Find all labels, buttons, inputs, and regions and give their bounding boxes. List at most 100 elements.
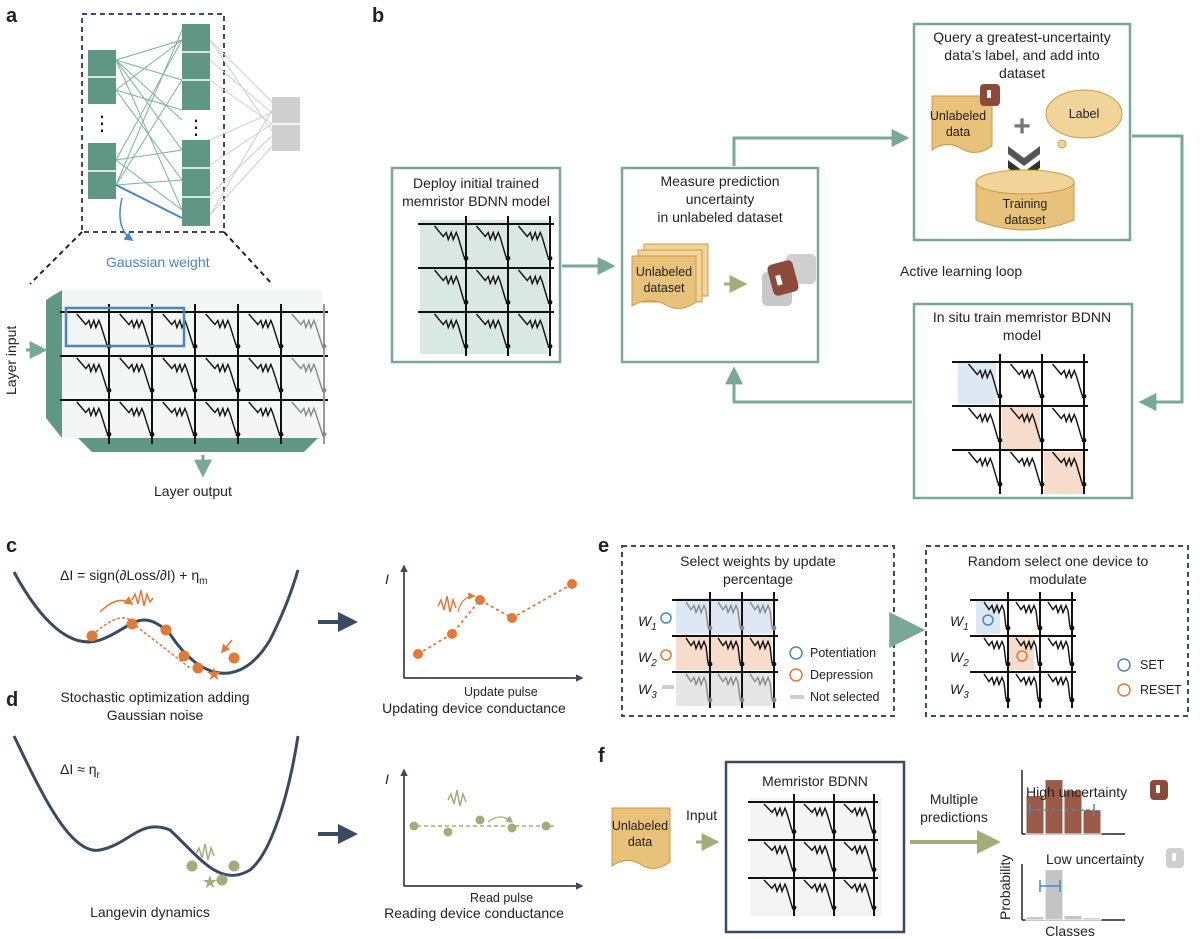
panel-c-landscape: ★: [12, 569, 300, 684]
query-title-2: data’s label, and add into: [944, 47, 1100, 63]
potentiation-icon: [789, 646, 803, 660]
panel-d-x-axis: Read pulse: [470, 891, 533, 905]
panel-f-bdnn-box: [724, 760, 906, 934]
panel-c-caption-2: Gaussian noise: [107, 707, 204, 723]
star-icon-d: ★: [202, 872, 218, 892]
panel-c-y-axis: I: [385, 571, 389, 587]
e-right-w2: W2: [950, 649, 969, 669]
svg-text:⋮: ⋮: [92, 113, 112, 135]
depression-icon: [789, 668, 803, 682]
deploy-title-1: Deploy initial trained: [413, 175, 539, 191]
query-unlabeled-1: Unlabeled: [930, 109, 986, 123]
panel-d-y-axis: I: [385, 771, 389, 787]
robot-brown-icon-f: [1150, 780, 1168, 800]
panel-d-equation: ΔI ≈ ηr: [60, 761, 101, 781]
unlabeled-dataset-1: Unlabeled: [636, 265, 692, 279]
panel-b-query-box: +: [912, 22, 1132, 242]
e-right-title-1: Random select one device to: [968, 553, 1149, 569]
panel-e-left-box: [621, 545, 895, 717]
e-right-w1: W1: [950, 613, 969, 633]
panel-c-caption-1: Stochastic optimization adding: [60, 689, 249, 705]
panel-label-e: e: [598, 535, 609, 557]
high-uncertainty-histogram: [1021, 770, 1125, 835]
e-w2: W2: [638, 649, 657, 669]
legend-depression: Depression: [810, 668, 873, 682]
f-classes-label: Classes: [1045, 923, 1095, 939]
panel-c-plot: [400, 564, 584, 682]
histogram-bar: [1063, 915, 1083, 921]
set-icon: [1117, 658, 1131, 672]
layer-input-label: Layer input: [3, 326, 19, 395]
gaussian-weight-label: Gaussian weight: [106, 254, 210, 270]
insitu-title-1: In situ train memristor BDNN: [933, 309, 1111, 325]
query-label: Label: [1069, 107, 1100, 121]
active-learning-loop-label: Active learning loop: [900, 263, 1022, 279]
panel-a-network: ⋮ ⋮: [81, 13, 300, 242]
query-unlabeled-2: data: [946, 125, 970, 139]
panel-d-plot-caption: Reading device conductance: [384, 905, 564, 921]
panel-c-equation: ΔI = sign(∂Loss/∂I) + ηm: [60, 567, 207, 587]
panel-label-d: d: [6, 689, 18, 711]
f-multiple-2: predictions: [920, 809, 988, 825]
star-icon: ★: [206, 664, 222, 684]
measure-title-2: uncertainty: [686, 191, 754, 207]
f-multiple-1: Multiple: [930, 791, 978, 807]
unlabeled-dataset-2: dataset: [643, 281, 685, 295]
low-uncertainty-histogram: [1021, 864, 1125, 921]
e-left-title-1: Select weights by update: [680, 553, 836, 569]
panel-a-crossbar: [26, 290, 328, 478]
arrow-measure-to-query: [732, 129, 910, 166]
f-unlabeled-1: Unlabeled: [612, 819, 668, 833]
training-dataset-1: Training: [1003, 197, 1048, 211]
panel-b-insitu-box: [912, 302, 1134, 500]
f-unlabeled-2: data: [628, 835, 652, 849]
insitu-title-2: model: [1003, 327, 1041, 343]
arrow-query-to-train: [1132, 134, 1184, 411]
noise-pulse-icon: [131, 589, 154, 607]
reset-icon: [1117, 683, 1131, 697]
histogram-bar: [1082, 917, 1102, 921]
f-probability-label: Probability: [997, 855, 1013, 920]
svg-text:⋮: ⋮: [186, 117, 206, 139]
e-w1: W1: [638, 613, 657, 633]
panel-e-right-box: [925, 545, 1189, 717]
panel-label-f: f: [598, 745, 605, 767]
robot-gray-icon-f: [1166, 848, 1184, 868]
label-cloud-icon: [1045, 89, 1123, 149]
panel-c-x-axis: Update pulse: [464, 685, 538, 699]
plus-icon: +: [1013, 110, 1031, 143]
histogram-bar: [1025, 916, 1045, 921]
training-dataset-cylinder-icon: [975, 169, 1075, 231]
histogram-bar: [1082, 809, 1102, 835]
robot-brown-icon: [980, 84, 1000, 106]
histogram-bar: [1063, 789, 1083, 835]
legend-set: SET: [1140, 658, 1165, 672]
legend-reset: RESET: [1140, 683, 1182, 697]
histogram-bar: [1044, 869, 1064, 921]
panel-label-a: a: [6, 5, 18, 27]
panel-label-c: c: [6, 535, 17, 557]
panel-d-plot: [400, 768, 584, 890]
e-left-title-2: percentage: [723, 571, 793, 587]
robot-cluster-icon: [762, 254, 816, 306]
legend-potentiation: Potentiation: [810, 646, 876, 660]
layer-output-label: Layer output: [154, 483, 232, 499]
legend-not-selected: Not selected: [810, 690, 880, 704]
query-title-1: Query a greatest-uncertainty: [933, 29, 1110, 45]
histogram-bar: [1025, 795, 1045, 835]
e-w3: W3: [638, 681, 657, 701]
panel-d-landscape: ★: [12, 735, 300, 892]
deploy-title-2: memristor BDNN model: [402, 193, 550, 209]
f-high-label: High uncertainty: [1026, 784, 1127, 800]
training-dataset-2: dataset: [1004, 213, 1046, 227]
panel-f-unlabeled-doc: [611, 807, 671, 869]
arrow-train-to-measure: [725, 366, 912, 404]
panel-c-plot-caption: Updating device conductance: [382, 700, 566, 716]
e-right-title-2: modulate: [1029, 571, 1087, 587]
panel-d-caption: Langevin dynamics: [90, 904, 210, 920]
unlabeled-dataset-stack-icon: [631, 243, 709, 309]
measure-title-1: Measure prediction: [660, 173, 779, 189]
histogram-bar: [1044, 779, 1064, 835]
panel-b-deploy-box: [390, 166, 562, 364]
